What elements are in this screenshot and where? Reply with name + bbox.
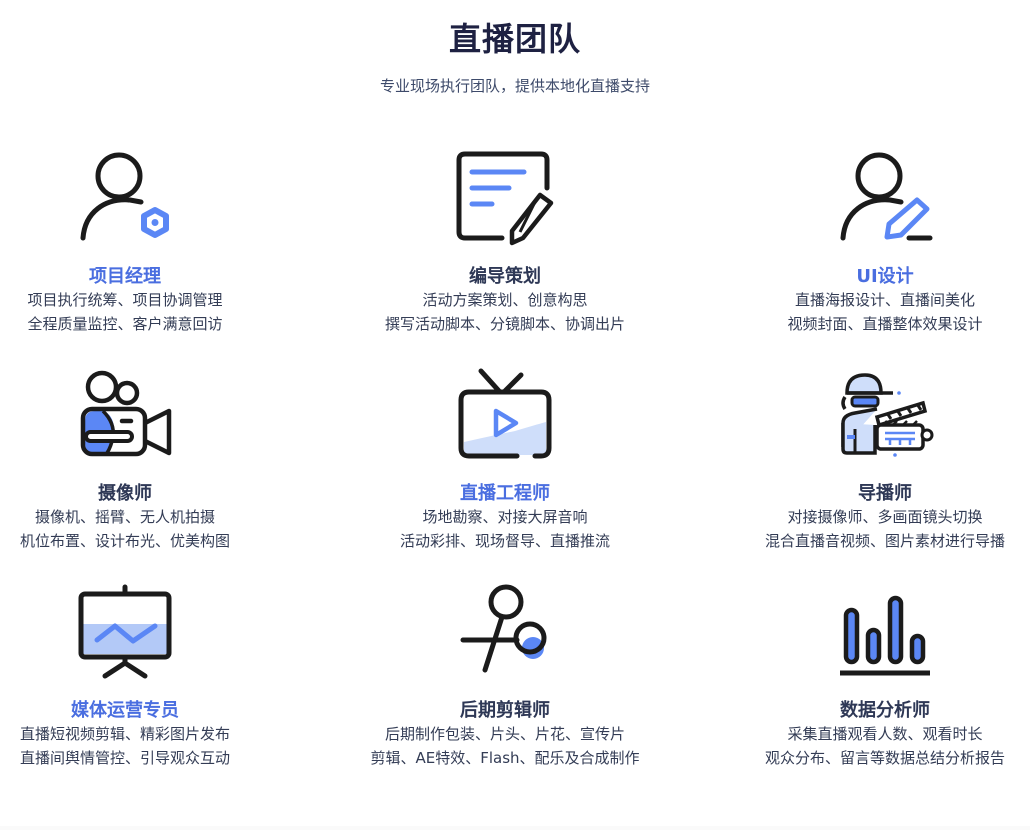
tv-play-icon bbox=[455, 367, 555, 467]
scissors-icon bbox=[455, 584, 555, 684]
role-desc-line: 观众分布、留言等数据总结分析报告 bbox=[764, 749, 1005, 767]
role-desc-line: 视频封面、直播整体效果设计 bbox=[787, 315, 983, 333]
role-desc-line: 采集直播观看人数、观看时长 bbox=[787, 725, 983, 743]
director-clapper-icon bbox=[835, 367, 935, 467]
video-camera-icon bbox=[75, 367, 175, 467]
role-title: 媒体运营专员 bbox=[71, 700, 179, 721]
role-desc-line: 后期制作包装、片头、片花、宣传片 bbox=[384, 725, 625, 743]
page-title: 直播团队 bbox=[448, 20, 581, 58]
role-title: 后期剪辑师 bbox=[460, 700, 550, 721]
role-title: 数据分析师 bbox=[840, 700, 930, 721]
bottom-divider bbox=[0, 826, 1030, 830]
presentation-chart-icon bbox=[75, 584, 175, 684]
role-desc-line: 机位布置、设计布光、优美构图 bbox=[19, 532, 230, 550]
user-pen-icon bbox=[835, 150, 935, 250]
role-title: 直播工程师 bbox=[460, 483, 550, 504]
role-title: 摄像师 bbox=[98, 483, 152, 504]
role-desc-line: 活动彩排、现场督导、直播推流 bbox=[399, 532, 610, 550]
role-desc-line: 场地勘察、对接大屏音响 bbox=[422, 508, 588, 526]
role-desc-line: 项目执行统筹、项目协调管理 bbox=[27, 291, 223, 309]
role-desc-line: 剪辑、AE特效、Flash、配乐及合成制作 bbox=[370, 749, 640, 767]
role-title: UI设计 bbox=[856, 266, 914, 287]
bar-chart-icon bbox=[835, 584, 935, 684]
role-desc-line: 对接摄像师、多画面镜头切换 bbox=[787, 508, 983, 526]
user-gear-icon bbox=[75, 150, 175, 250]
role-title: 导播师 bbox=[858, 483, 912, 504]
role-title: 项目经理 bbox=[89, 266, 161, 287]
role-title: 编导策划 bbox=[469, 266, 541, 287]
role-desc-line: 撰写活动脚本、分镜脚本、协调出片 bbox=[384, 315, 625, 333]
role-desc-line: 全程质量监控、客户满意回访 bbox=[27, 315, 223, 333]
page-subtitle: 专业现场执行团队，提供本地化直播支持 bbox=[379, 77, 650, 95]
role-desc-line: 直播海报设计、直播间美化 bbox=[794, 291, 975, 309]
role-desc-line: 直播短视频剪辑、精彩图片发布 bbox=[19, 725, 230, 743]
document-pencil-icon bbox=[455, 150, 555, 250]
role-desc-line: 摄像机、摇臂、无人机拍摄 bbox=[34, 508, 215, 526]
role-desc-line: 混合直播音视频、图片素材进行导播 bbox=[764, 532, 1005, 550]
role-desc-line: 直播间舆情管控、引导观众互动 bbox=[19, 749, 230, 767]
role-desc-line: 活动方案策划、创意构思 bbox=[422, 291, 588, 309]
